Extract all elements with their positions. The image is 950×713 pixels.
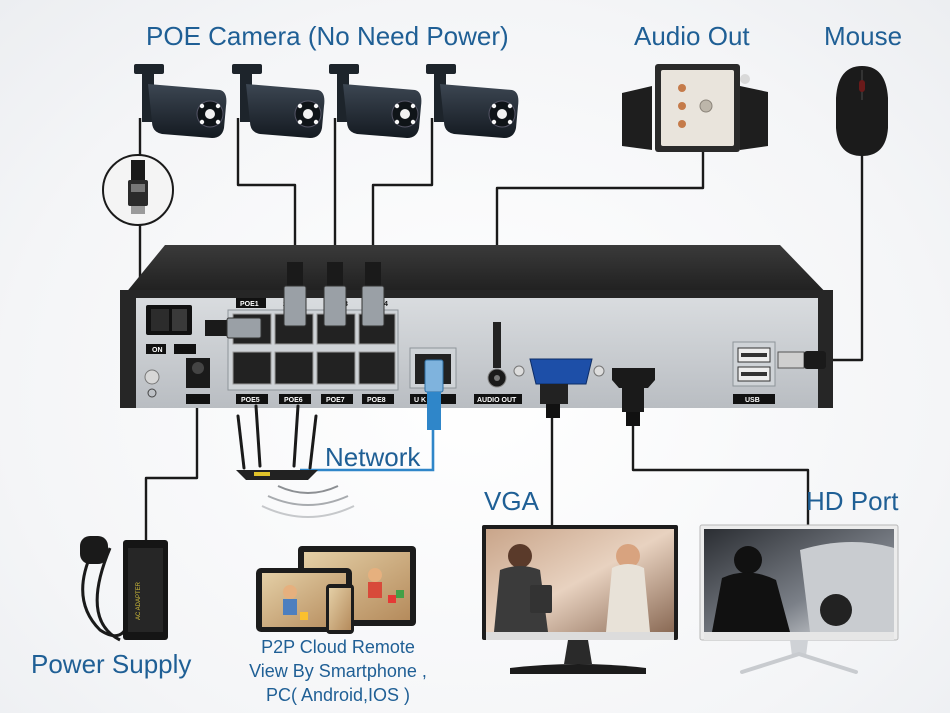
camera1-cable [236, 118, 297, 262]
vga-label: VGA [484, 486, 539, 516]
audio-out-port-label: AUDIO OUT [477, 397, 517, 404]
poe-cameras [134, 64, 519, 138]
speaker-icon [622, 64, 768, 152]
rj45-connector-zoom-icon [102, 154, 174, 226]
audio-out-label: Audio Out [634, 21, 750, 51]
p2p-line-1: P2P Cloud Remote [261, 637, 415, 657]
camera-icon [134, 64, 227, 138]
network-cable [300, 430, 435, 472]
poe8-label: POE8 [367, 397, 386, 404]
poe5-label: POE5 [241, 397, 260, 404]
mouse-label: Mouse [824, 21, 903, 51]
camera-icon [232, 64, 325, 138]
hd-port-label: HD Port [806, 486, 899, 516]
mouse-icon [836, 66, 888, 156]
hdmi-cable [631, 425, 810, 530]
camera-icon [329, 64, 422, 138]
p2p-line-2: View By Smartphone , [249, 661, 427, 681]
camera-icon [426, 64, 519, 138]
network-label: Network [325, 442, 421, 472]
plugged-connectors [205, 262, 826, 430]
on-label: ON [152, 347, 163, 354]
router-icon [236, 404, 355, 518]
power-cable [144, 395, 199, 545]
usb-port-label: USB [745, 397, 760, 404]
dc-label: DC [190, 397, 200, 404]
hd-monitor-icon [699, 524, 899, 674]
adapter-label: AC ADAPTER [136, 581, 142, 620]
poe4-label: 4 [384, 301, 388, 308]
poe1-label: POE1 [240, 301, 259, 308]
remote-devices-icon [256, 546, 416, 634]
nvr-recorder: POE1 POE5 POE6 POE7 POE8 2 3 4 ON OFF DC… [120, 245, 833, 408]
uplink-label: U K [414, 397, 426, 404]
power-supply-label: Power Supply [31, 649, 192, 679]
poe7-label: POE7 [326, 397, 345, 404]
camera3-cable [371, 118, 434, 262]
p2p-line-3: PC( Android,IOS ) [265, 685, 411, 705]
p2p-remote-label: P2P Cloud Remote View By Smartphone , PC… [238, 635, 438, 707]
mouse-cable [825, 155, 864, 362]
poe6-label: POE6 [284, 397, 303, 404]
off-label: OFF [177, 347, 192, 354]
vga-monitor-icon [482, 525, 678, 674]
power-adapter-icon: AC ADAPTER [80, 536, 168, 642]
poe-camera-label: POE Camera (No Need Power) [146, 21, 509, 51]
